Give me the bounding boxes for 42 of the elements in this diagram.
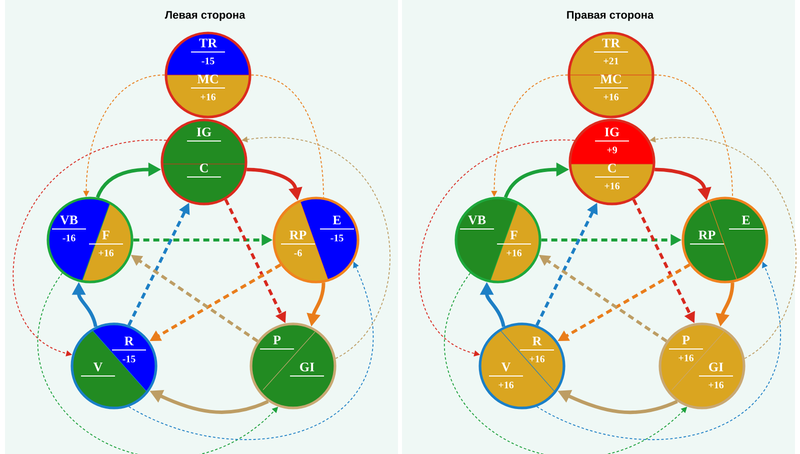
fraction-label: P +16 bbox=[668, 336, 704, 362]
panel-title: Правая сторона bbox=[567, 11, 654, 21]
fraction-label: MC +16 bbox=[594, 74, 628, 100]
fraction-label: GI +16 bbox=[698, 362, 734, 388]
dotted-line bbox=[250, 74, 324, 198]
fraction-label: R -15 bbox=[112, 336, 146, 362]
fraction-label: E -15 bbox=[320, 216, 354, 242]
dotted-arrow bbox=[13, 140, 167, 356]
split-circle bbox=[568, 32, 654, 118]
fraction-label: MC +16 bbox=[190, 74, 226, 100]
split-circle bbox=[568, 118, 656, 206]
fraction-label: VB bbox=[460, 216, 494, 230]
panel-title: Левая сторона bbox=[164, 11, 246, 21]
fraction-label: IG +9 bbox=[594, 128, 630, 154]
fraction-label: IG bbox=[186, 128, 222, 142]
fraction-label: R +16 bbox=[520, 336, 554, 362]
split-circle bbox=[272, 196, 360, 284]
dotted-arrow bbox=[419, 140, 575, 356]
fraction-label: E bbox=[728, 216, 764, 230]
fraction-label: RP bbox=[690, 230, 724, 244]
fraction-label: F +16 bbox=[496, 230, 532, 256]
fraction-label: C bbox=[186, 164, 222, 178]
split-circle bbox=[250, 322, 336, 410]
split-circle bbox=[160, 118, 248, 206]
fraction-label: VB -16 bbox=[52, 216, 86, 242]
split-circle bbox=[46, 196, 134, 284]
fraction-label: P bbox=[260, 336, 294, 350]
split-circle bbox=[478, 322, 566, 410]
dotted-line bbox=[654, 74, 733, 198]
fraction-label: GI bbox=[290, 362, 324, 376]
fraction-label: TR -15 bbox=[190, 38, 226, 64]
split-circle bbox=[164, 32, 252, 118]
fraction-label: RP -6 bbox=[280, 230, 316, 256]
fraction-label: V +16 bbox=[488, 362, 524, 388]
split-circle bbox=[682, 196, 768, 284]
fraction-label: TR +21 bbox=[594, 38, 628, 64]
fraction-label: F +16 bbox=[88, 230, 124, 256]
split-circle bbox=[70, 322, 158, 410]
fraction-label: C +16 bbox=[594, 164, 630, 190]
split-circle bbox=[454, 196, 542, 284]
split-circle bbox=[658, 322, 746, 410]
fraction-label: V bbox=[80, 362, 116, 376]
